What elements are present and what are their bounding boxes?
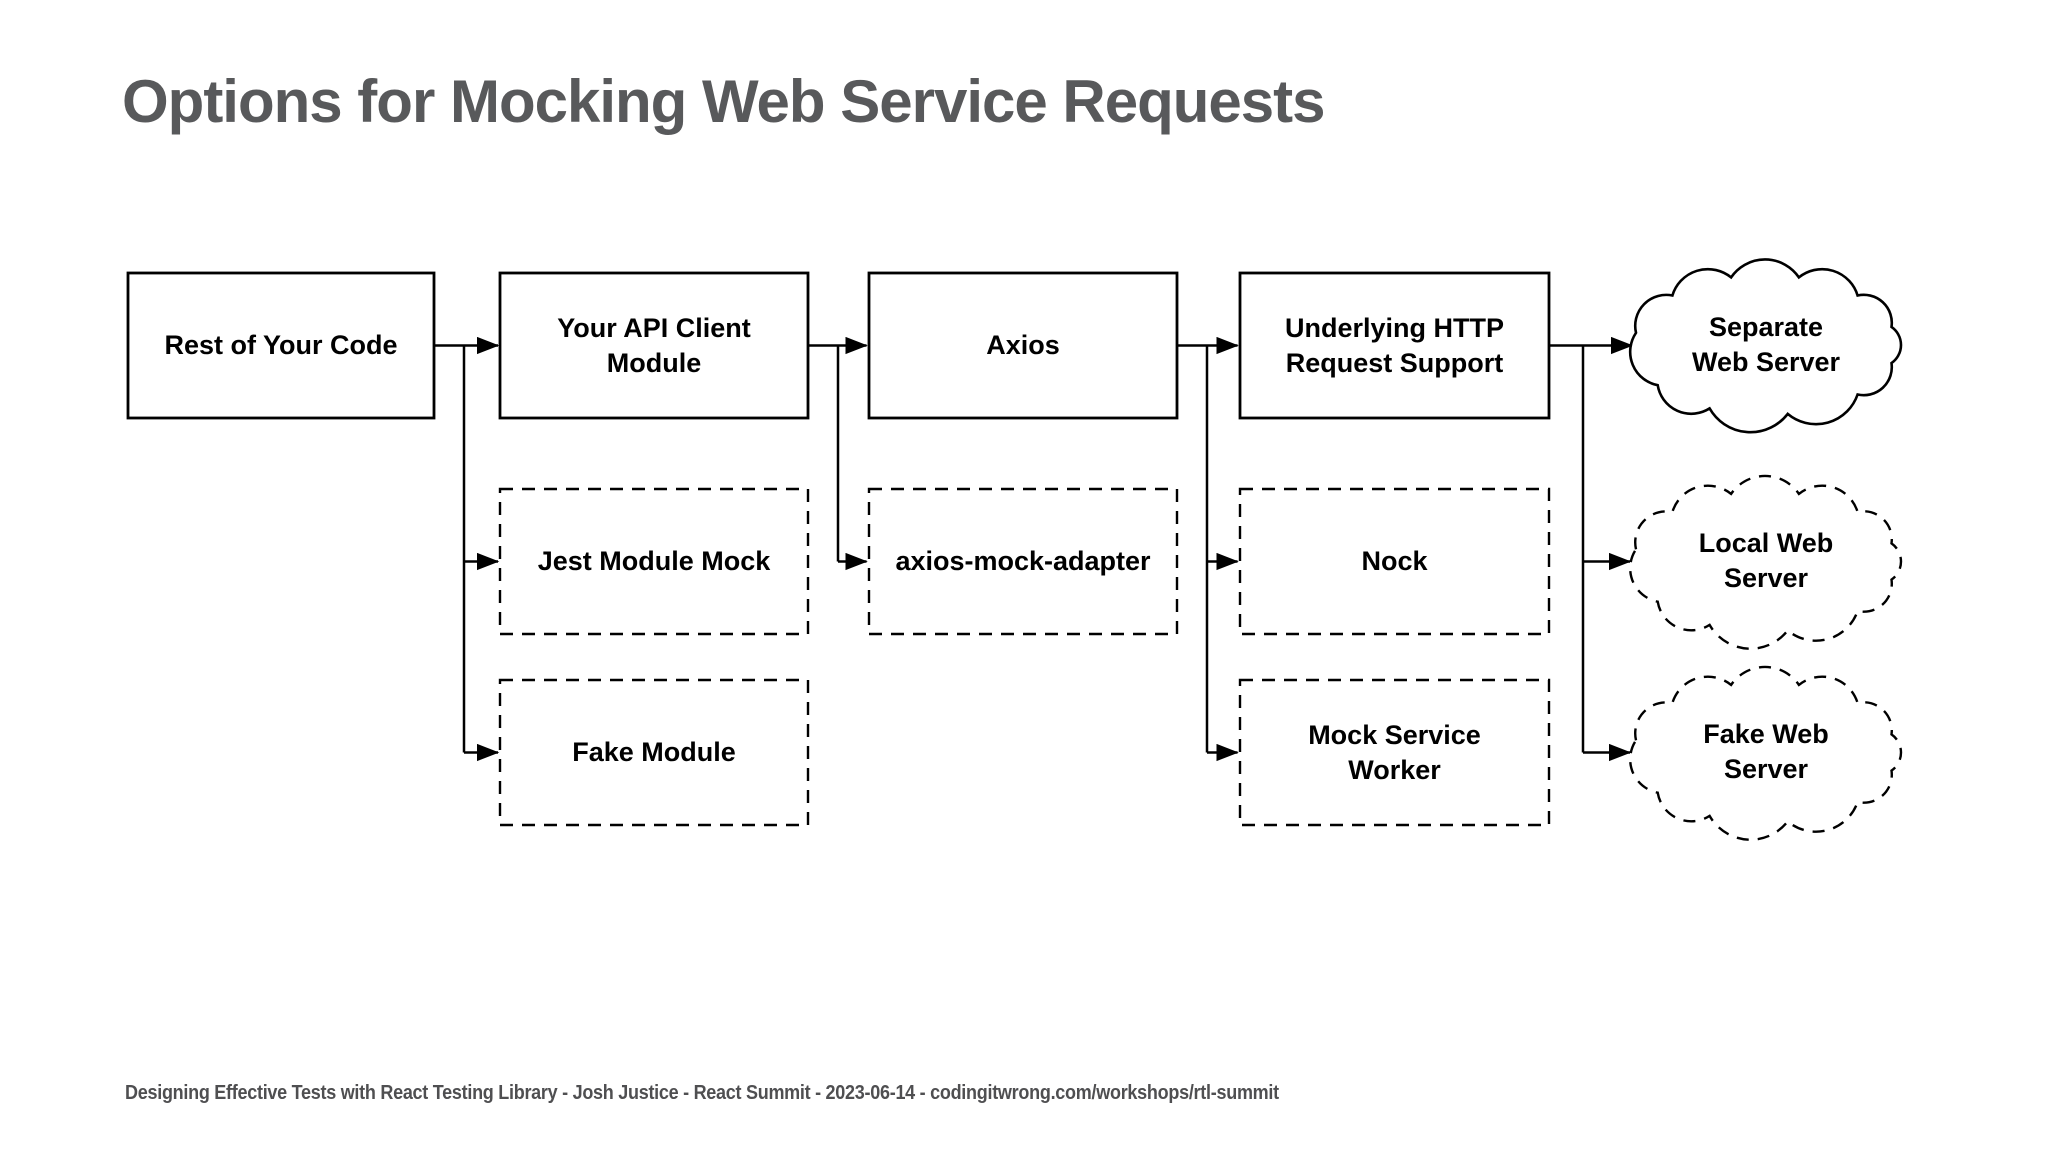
node-axios-mock-adapter: axios-mock-adapter [895,546,1151,576]
slide-footer: Designing Effective Tests with React Tes… [125,1082,1279,1104]
node-separate-web-server: Separate Web Server [1691,312,1841,377]
box-outline-rest-of-your-code [126,271,436,420]
node-local-web-server: Local Web Server [1698,528,1834,593]
connector-edges [434,336,1634,762]
node-fake-module: Fake Module [572,737,736,767]
slide-title: Options for Mocking Web Service Requests [122,68,1325,135]
box-outline-jest-module-mock [498,487,810,636]
node-underlying-http-request-support: Underlying HTTP Request Support [1284,312,1504,378]
node-mock-service-worker: Mock Service Worker [1308,719,1481,785]
box-outline-axios-mock-adapter [867,487,1179,636]
node-rest-of-your-code: Rest of Your Code [164,330,398,360]
box-outline-axios [867,271,1179,420]
box-outline-underlying-http-request-support [1238,271,1551,420]
box-outline-nock [1238,487,1551,636]
node-fake-web-server: Fake Web Server [1703,719,1829,784]
node-nock: Nock [1361,546,1428,576]
box-outline-your-api-client-module [498,271,810,420]
node-jest-module-mock: Jest Module Mock [537,546,771,576]
box-outline-fake-module [498,678,810,827]
box-outline-mock-service-worker [1238,678,1551,827]
node-your-api-client-module: Your API Client Module [557,312,751,378]
node-axios: Axios [986,330,1060,360]
